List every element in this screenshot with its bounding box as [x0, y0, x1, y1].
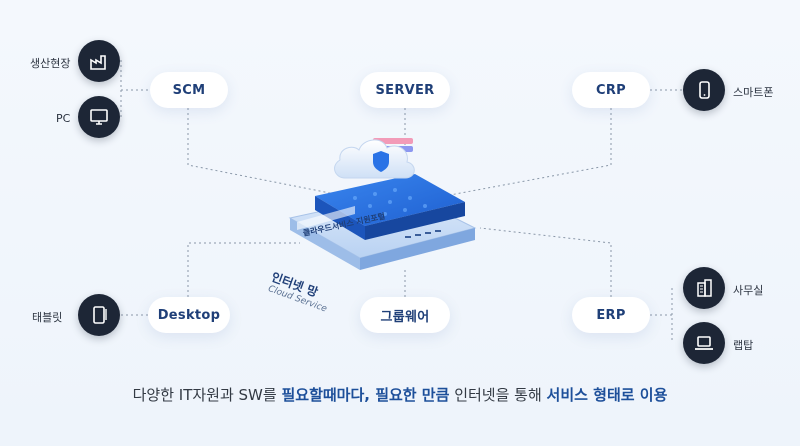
label-tablet: 태블릿 — [32, 311, 63, 324]
label-laptop: 랩탑 — [733, 339, 754, 352]
factory-icon[interactable] — [78, 40, 120, 82]
caption: 다양한 IT자원과 SW를 필요할때마다, 필요한 만큼 인터넷을 통해 서비스… — [0, 384, 800, 405]
label-office: 사무실 — [733, 284, 764, 297]
caption-part2: 인터넷을 통해 — [449, 386, 547, 404]
caption-part1: 다양한 IT자원과 SW를 — [132, 386, 282, 404]
tablet-icon[interactable] — [78, 294, 120, 336]
label-smartphone: 스마트폰 — [733, 86, 774, 99]
smartphone-icon[interactable] — [683, 69, 725, 111]
monitor-icon[interactable] — [78, 96, 120, 138]
label-pc: PC — [56, 112, 71, 125]
building-icon[interactable] — [683, 267, 725, 309]
node-groupware[interactable]: 그룹웨어 — [360, 297, 450, 333]
caption-highlight2: 서비스 형태로 이용 — [546, 386, 668, 404]
node-desktop[interactable]: Desktop — [148, 297, 230, 333]
label-factory: 생산현장 — [30, 57, 71, 70]
shield-icon — [373, 151, 389, 172]
node-scm[interactable]: SCM — [150, 72, 228, 108]
laptop-icon[interactable] — [683, 322, 725, 364]
node-crp[interactable]: CRP — [572, 72, 650, 108]
cloud-platform-illustration — [288, 138, 477, 270]
node-server[interactable]: SERVER — [360, 72, 450, 108]
node-erp[interactable]: ERP — [572, 297, 650, 333]
caption-highlight1: 필요할때마다, 필요한 만큼 — [281, 386, 450, 404]
